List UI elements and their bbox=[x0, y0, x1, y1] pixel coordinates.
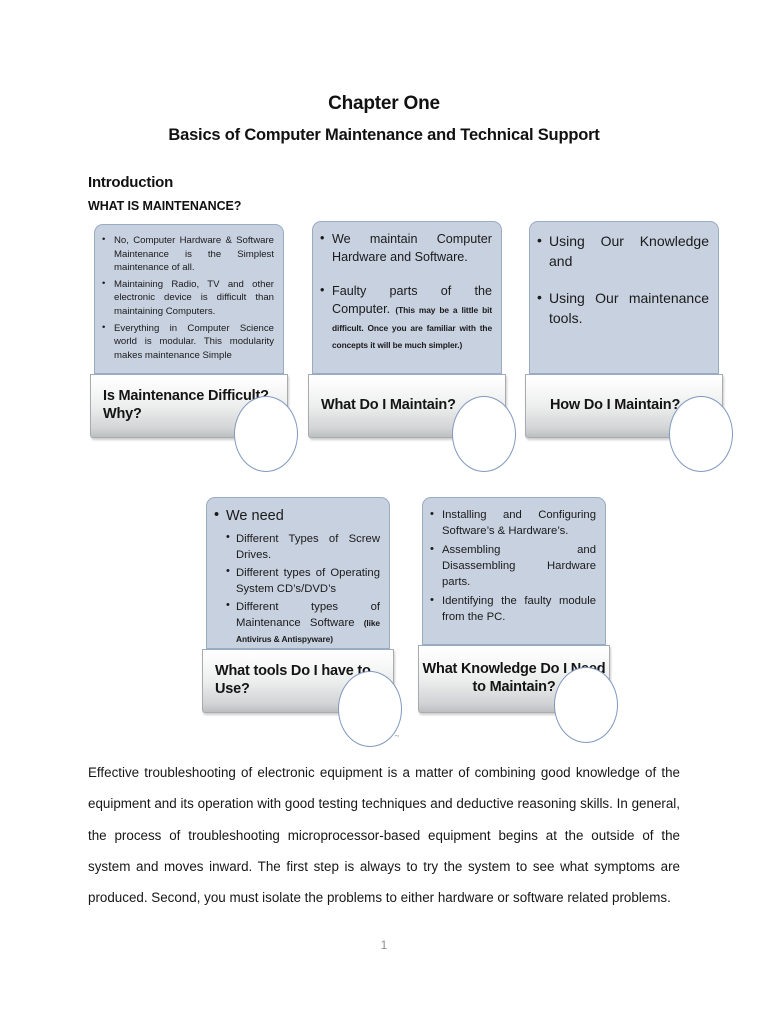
list-item: We need Different Types of Screw Drives.… bbox=[214, 506, 380, 647]
list-item: We maintain Computer Hardware and Softwa… bbox=[320, 230, 492, 267]
list-item-text: Different types of Maintenance Software bbox=[236, 600, 380, 629]
list-item: Different Types of Screw Drives. bbox=[226, 530, 380, 563]
page-subtitle: Basics of Computer Maintenance and Techn… bbox=[168, 126, 600, 144]
card-bullet-list: No, Computer Hardware & Software Mainten… bbox=[102, 233, 274, 363]
list-item: Everything in Computer Science world is … bbox=[102, 321, 274, 363]
card-what-knowledge-do-i-need-to-maintain: Installing and Configuring Software’s & … bbox=[418, 497, 618, 743]
list-item: Installing and Configuring Software’s & … bbox=[430, 506, 596, 539]
card-sub-bullet-list: Different Types of Screw Drives. Differe… bbox=[226, 530, 380, 647]
card-body: Installing and Configuring Software’s & … bbox=[422, 497, 606, 645]
card-footer-label: What tools Do I have to Use? bbox=[215, 663, 371, 697]
section-heading-introduction: Introduction bbox=[88, 174, 174, 191]
list-item: Using Our Knowledge and bbox=[537, 230, 709, 272]
card-body: No, Computer Hardware & Software Mainten… bbox=[94, 224, 284, 374]
card-body: Using Our Knowledge and Using Our mainte… bbox=[529, 221, 719, 374]
card-how-do-i-maintain: Using Our Knowledge and Using Our mainte… bbox=[525, 221, 733, 472]
list-item-text: We need bbox=[226, 508, 284, 524]
list-item-note: (This may be a little bit difficult. Onc… bbox=[332, 304, 493, 351]
list-item-text: Faulty parts of the Computer. bbox=[332, 283, 492, 316]
decorative-circle bbox=[234, 396, 298, 472]
card-body: We need Different Types of Screw Drives.… bbox=[206, 497, 390, 649]
list-item: Different types of Maintenance Software … bbox=[226, 598, 380, 647]
card-bullet-list: We need Different Types of Screw Drives.… bbox=[214, 506, 380, 647]
card-what-tools-do-i-have-to-use: We need Different Types of Screw Drives.… bbox=[202, 497, 402, 747]
card-footer-label: How Do I Maintain? bbox=[550, 397, 681, 414]
card-bullet-list: Installing and Configuring Software’s & … bbox=[430, 506, 596, 625]
card-bullet-list: Using Our Knowledge and Using Our mainte… bbox=[537, 230, 709, 329]
list-item: Maintaining Radio, TV and other electron… bbox=[102, 277, 274, 319]
body-paragraph: Effective troubleshooting of electronic … bbox=[88, 765, 680, 906]
decorative-circle bbox=[338, 671, 402, 747]
list-item: Identifying the faulty module from the P… bbox=[430, 592, 596, 625]
section-subheading-what-is-maintenance: WHAT IS MAINTENANCE? bbox=[88, 199, 242, 213]
list-item-note: (like Antivirus & Antispyware) bbox=[236, 618, 380, 645]
list-item: Using Our maintenance tools. bbox=[537, 287, 709, 329]
card-is-maintenance-difficult: No, Computer Hardware & Software Mainten… bbox=[90, 224, 298, 472]
page-title: Chapter One bbox=[328, 93, 440, 114]
card-footer-label: What Do I Maintain? bbox=[321, 397, 456, 414]
card-what-do-i-maintain: We maintain Computer Hardware and Softwa… bbox=[308, 221, 516, 472]
list-item: Assembling and Disassembling Hardware pa… bbox=[430, 541, 596, 590]
decorative-circle bbox=[554, 667, 618, 743]
list-item: No, Computer Hardware & Software Mainten… bbox=[102, 233, 274, 275]
list-item: Faulty parts of the Computer. (This may … bbox=[320, 282, 493, 355]
card-footer-label: Is Maintenance Difficult? Why? bbox=[103, 388, 269, 422]
decorative-circle bbox=[669, 396, 733, 472]
page-number: 1 bbox=[380, 938, 388, 952]
card-footer-label: What Knowledge Do I Need to Maintain? bbox=[422, 661, 606, 695]
card-body: We maintain Computer Hardware and Softwa… bbox=[312, 221, 502, 374]
list-item: Different types of Operating System CD’s… bbox=[226, 564, 380, 597]
card-bullet-list: We maintain Computer Hardware and Softwa… bbox=[320, 230, 493, 355]
decorative-circle bbox=[452, 396, 516, 472]
